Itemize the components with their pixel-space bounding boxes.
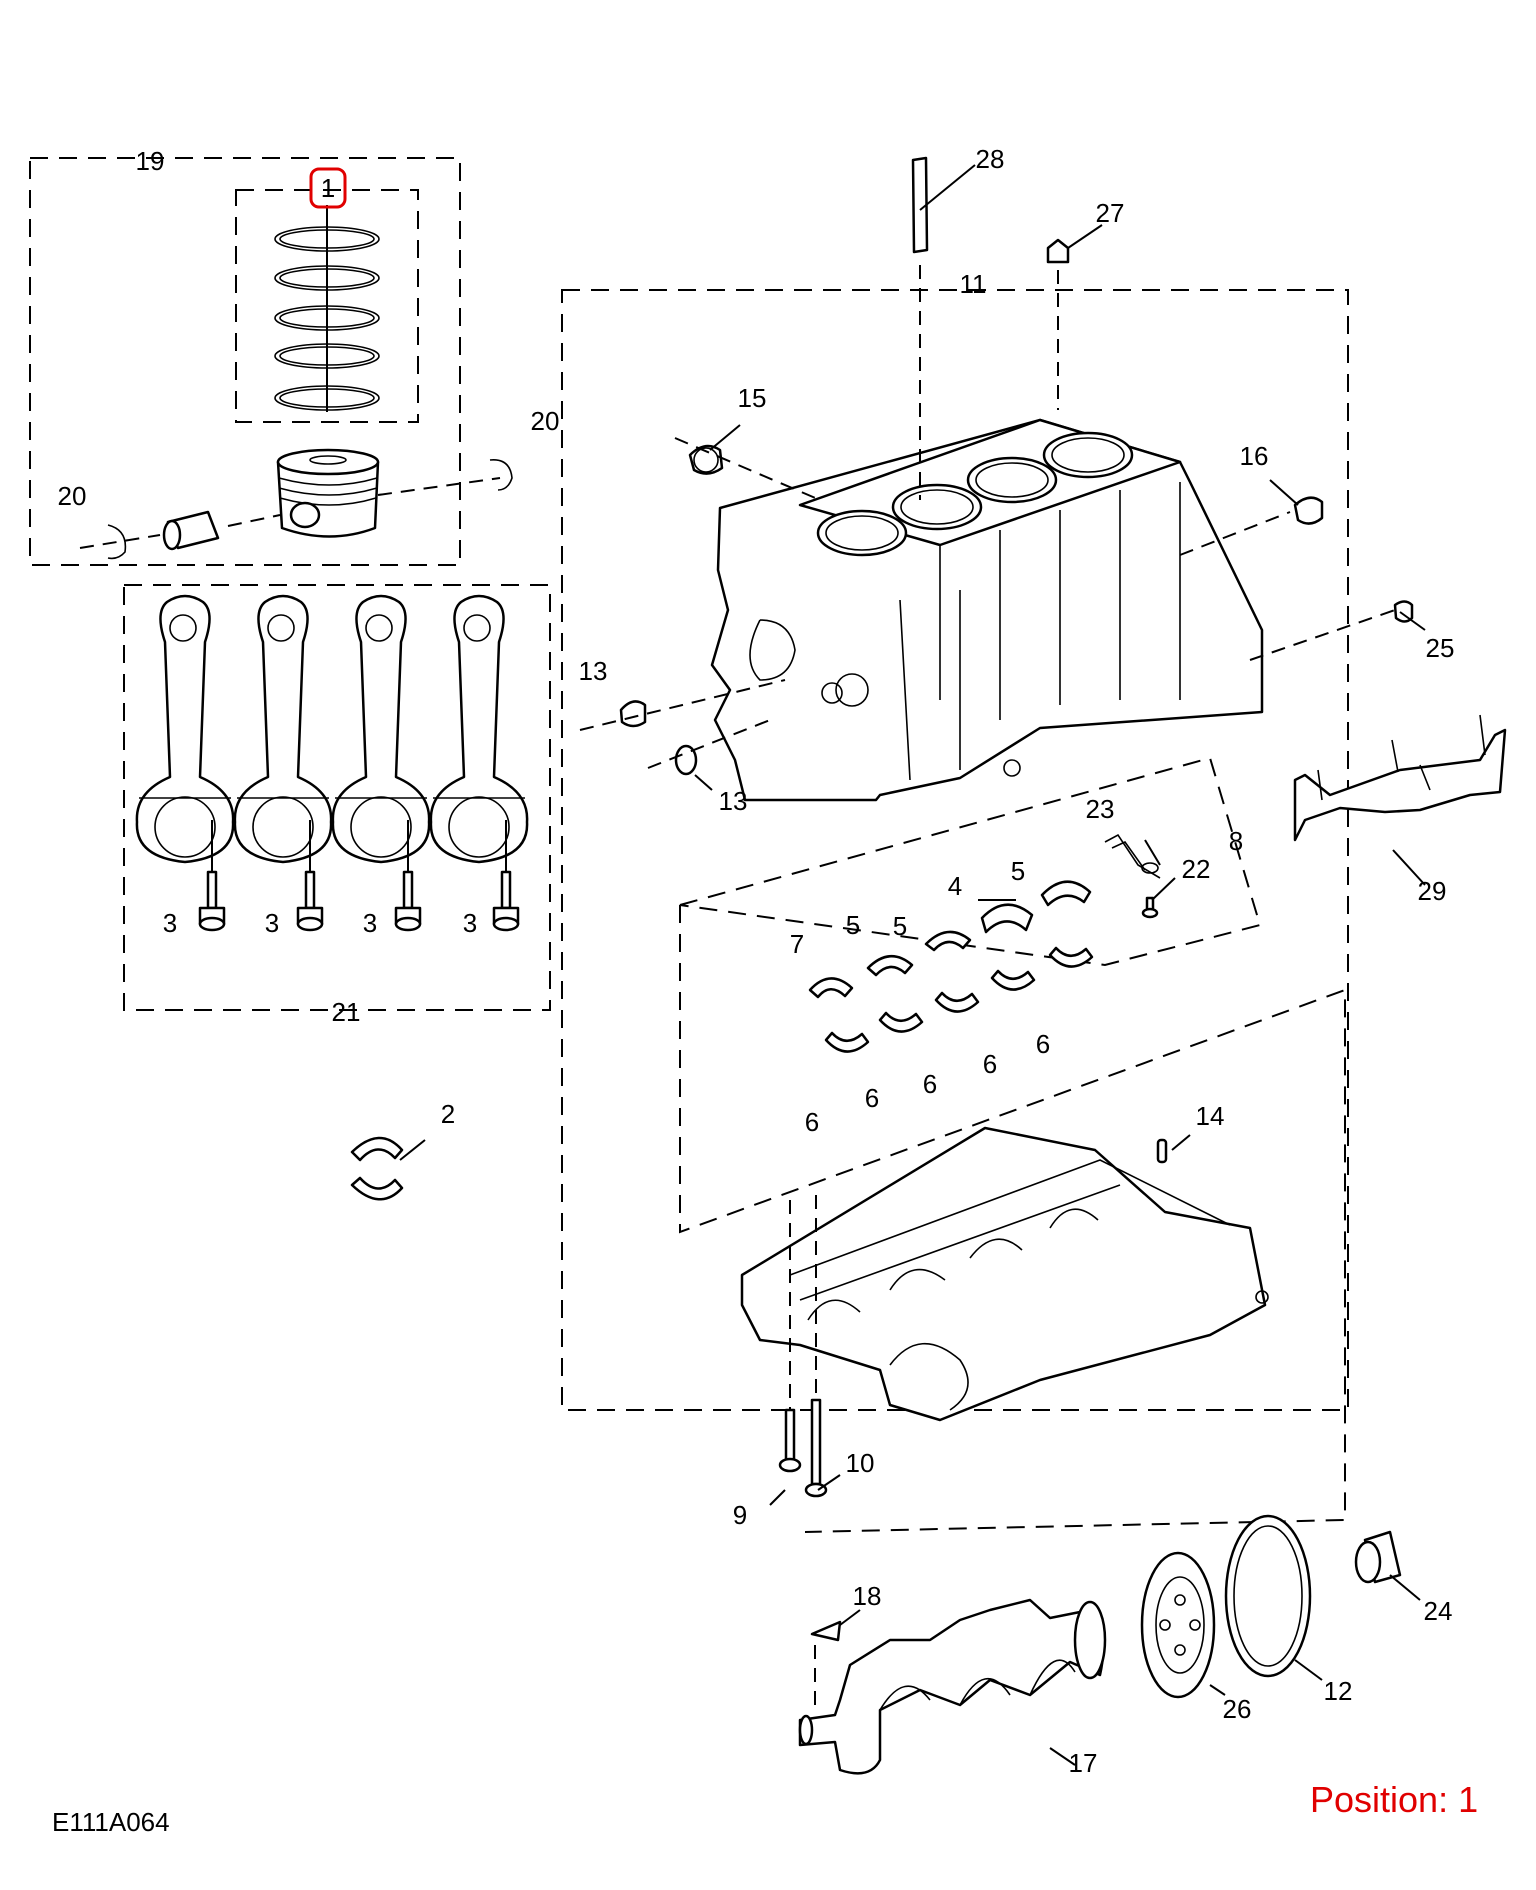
callout-17[interactable]: 17 [1069,1748,1098,1778]
callout-6[interactable]: 6 [923,1069,937,1099]
callout-6[interactable]: 6 [983,1049,997,1079]
callout-6[interactable]: 6 [805,1107,819,1137]
dowel-pin-14[interactable] [1156,1138,1168,1164]
callout-4[interactable]: 4 [948,871,962,901]
callout-10[interactable]: 10 [846,1448,875,1478]
oil-baffle[interactable] [1293,714,1507,842]
group-box-19 [29,157,461,566]
group-box-bearings [679,905,1346,1533]
block-plugs[interactable] [619,238,1414,776]
rod-bearing[interactable] [350,1136,404,1201]
callout-20[interactable]: 20 [58,481,87,511]
callout-5[interactable]: 5 [846,910,860,940]
connecting-rods[interactable] [135,594,529,864]
callout-15[interactable]: 15 [738,383,767,413]
callout-19[interactable]: 19 [136,146,165,176]
callout-3[interactable]: 3 [265,908,279,938]
callout-22[interactable]: 22 [1182,854,1211,884]
callout-29[interactable]: 29 [1418,876,1447,906]
callout-3[interactable]: 3 [363,908,377,938]
callout-labels: 1 2 3 3 3 3 4 5 5 5 6 6 6 6 6 7 8 9 10 1… [58,144,1455,1778]
callout-28[interactable]: 28 [976,144,1005,174]
callout-24[interactable]: 24 [1424,1596,1453,1626]
callout-13[interactable]: 13 [579,656,608,686]
callout-26[interactable]: 26 [1223,1694,1252,1724]
callout-25[interactable]: 25 [1426,633,1455,663]
position-label: Position: 1 [1310,1779,1478,1820]
callout-20[interactable]: 20 [531,406,560,436]
callout-11[interactable]: 11 [960,269,987,299]
crank-rear-parts[interactable] [1140,1514,1402,1699]
group-box-1 [235,189,419,423]
piston-assembly[interactable] [79,448,513,560]
leader-lines [399,164,1426,1766]
callout-21[interactable]: 21 [332,997,361,1027]
dowel-pin-28[interactable] [911,156,929,254]
group-box-11 [561,289,1349,1411]
reference-code: E111A064 [52,1807,170,1837]
oil-jet[interactable] [1104,833,1161,919]
callout-8[interactable]: 8 [1229,826,1243,856]
callout-2[interactable]: 2 [441,1099,455,1129]
callout-9[interactable]: 9 [733,1500,747,1530]
callout-6[interactable]: 6 [1036,1029,1050,1059]
highlight-box [309,167,347,209]
callout-16[interactable]: 16 [1240,441,1269,471]
cylinder-block[interactable] [710,418,1264,802]
callout-13[interactable]: 13 [719,786,748,816]
callout-12[interactable]: 12 [1324,1676,1353,1706]
group-box-21 [123,584,551,1011]
callout-23[interactable]: 23 [1086,794,1115,824]
callout-14[interactable]: 14 [1196,1101,1225,1131]
piston-rings[interactable] [274,205,380,412]
crankshaft[interactable] [798,1598,1107,1775]
callout-7[interactable]: 7 [790,929,804,959]
callout-5[interactable]: 5 [1011,856,1025,886]
callout-18[interactable]: 18 [853,1581,882,1611]
callout-1[interactable]: 1 [321,173,335,203]
callout-3[interactable]: 3 [163,908,177,938]
bedplate[interactable] [740,1126,1269,1422]
rod-bolts[interactable] [198,820,520,932]
callout-5[interactable]: 5 [893,911,907,941]
callout-27[interactable]: 27 [1096,198,1125,228]
callout-3[interactable]: 3 [463,908,477,938]
main-bearings[interactable] [808,880,1094,1053]
callout-6[interactable]: 6 [865,1083,879,1113]
